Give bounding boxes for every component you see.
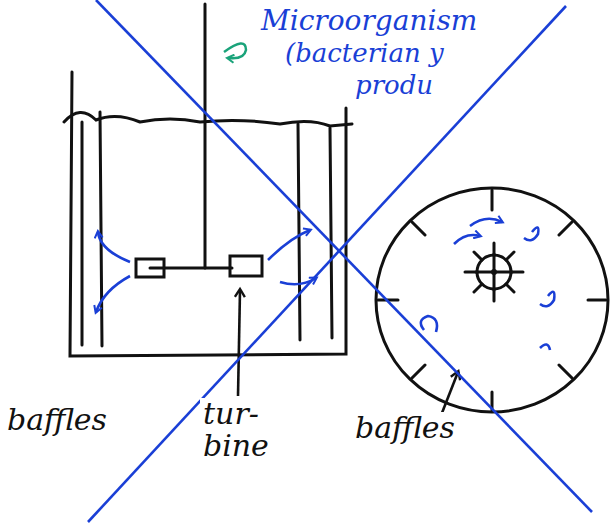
handwritten-label: baffles	[352, 412, 458, 444]
handwritten-label: (bacterian y	[282, 40, 447, 67]
leader-arrow	[238, 290, 240, 396]
handwritten-label: Microorganism	[258, 6, 480, 35]
cross-out-mark	[88, 0, 592, 522]
swirl-arrows	[421, 219, 555, 350]
tank-top-view	[376, 188, 608, 412]
handwritten-label: produ	[352, 72, 436, 99]
rotation-arrow	[224, 43, 246, 58]
flow-arrows	[96, 230, 316, 312]
handwritten-label: baffles	[4, 404, 110, 436]
handwritten-label: tur- bine	[200, 398, 276, 461]
